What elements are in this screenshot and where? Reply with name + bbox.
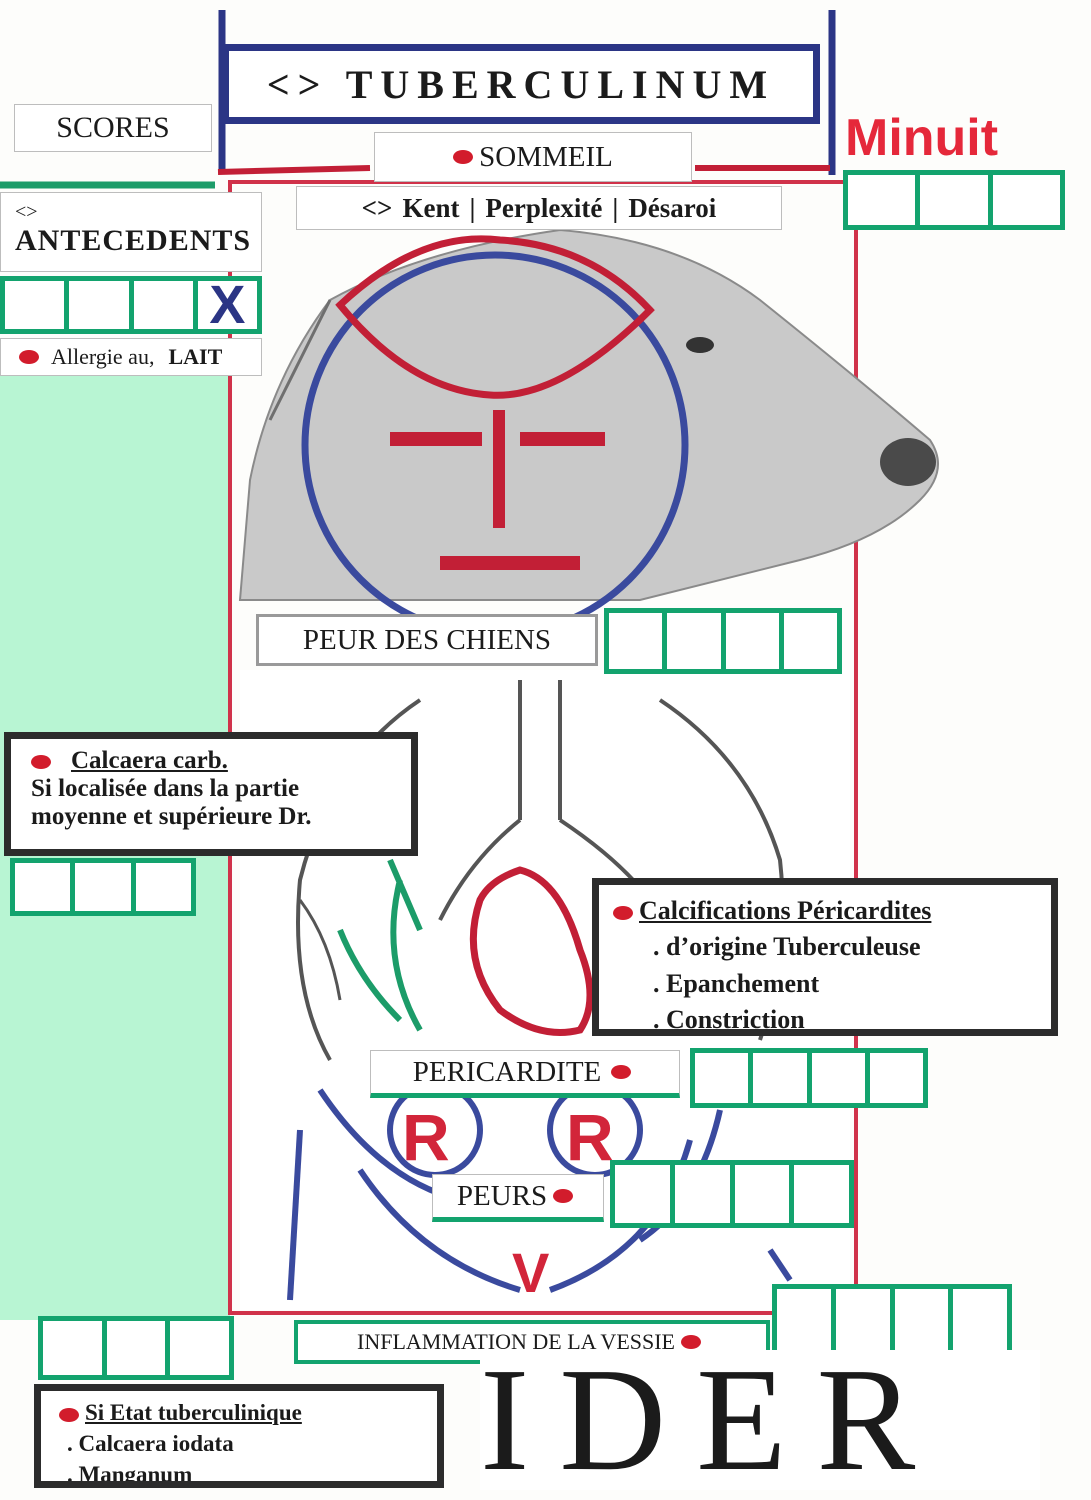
score-cell[interactable]: [43, 1321, 107, 1375]
heart-drawing: [469, 866, 594, 1036]
pericardite-score-grid[interactable]: [690, 1048, 928, 1108]
face-letter-v: V: [512, 1241, 549, 1304]
minuit-score-grid[interactable]: [843, 170, 1065, 230]
red-dot-icon: [613, 906, 633, 921]
score-cell[interactable]: [953, 1289, 1007, 1353]
dog-nose: [880, 438, 936, 486]
calcifications-box: Calcifications Péricardites . d’origine …: [592, 878, 1058, 1036]
face-letter-r1: R: [402, 1100, 450, 1174]
score-cell[interactable]: [667, 613, 726, 669]
title-box: <> TUBERCULINUM: [222, 44, 820, 124]
scores-label: SCORES: [14, 104, 212, 152]
red-dot-icon: [19, 350, 39, 364]
score-cell[interactable]: [609, 613, 668, 669]
score-cell[interactable]: [69, 281, 134, 329]
score-cell[interactable]: [615, 1165, 675, 1223]
score-cell[interactable]: [695, 1053, 754, 1103]
red-dot-icon: [59, 1407, 79, 1422]
peur-chiens-score-grid[interactable]: [604, 608, 842, 674]
score-cell[interactable]: [920, 175, 993, 225]
ider-text: IDER: [480, 1346, 1040, 1494]
etat-box: Si Etat tuberculinique . Calcaera iodata…: [34, 1384, 444, 1488]
score-cell[interactable]: [136, 863, 191, 911]
score-cell[interactable]: [170, 1321, 229, 1375]
vessie-left-score-grid[interactable]: [38, 1316, 234, 1380]
check-x-icon: X: [209, 275, 246, 335]
score-cell[interactable]: [777, 1289, 836, 1353]
sommeil-label: SOMMEIL: [374, 132, 692, 182]
score-cell[interactable]: [675, 1165, 735, 1223]
antecedents-score-grid[interactable]: X: [0, 276, 262, 334]
score-cell[interactable]: [993, 175, 1060, 225]
score-cell[interactable]: [753, 1053, 812, 1103]
score-cell[interactable]: [726, 613, 784, 669]
score-cell[interactable]: [107, 1321, 171, 1375]
peurs-label: PEURS: [432, 1174, 604, 1222]
peur-chiens-label: PEUR DES CHIENS: [256, 614, 598, 666]
score-cell[interactable]: [5, 281, 70, 329]
score-cell[interactable]: [735, 1165, 795, 1223]
antecedents-marker: <>: [15, 201, 38, 223]
red-dot-icon: [681, 1335, 701, 1349]
score-cell[interactable]: [812, 1053, 870, 1103]
face-letter-r2: R: [566, 1100, 614, 1174]
page-title: <> TUBERCULINUM: [266, 61, 776, 107]
score-cell[interactable]: [75, 863, 136, 911]
antecedents-label: ANTECEDENTS: [15, 224, 252, 257]
dog-eye: [686, 337, 714, 353]
red-dot-icon: [453, 150, 474, 164]
face-eye-arc: [335, 235, 655, 399]
pericardite-label: PERICARDITE: [370, 1050, 680, 1098]
score-cell[interactable]: [794, 1165, 849, 1223]
red-dot-icon: [553, 1189, 574, 1203]
score-cell[interactable]: [134, 281, 198, 329]
score-cell[interactable]: [836, 1289, 895, 1353]
allergy-label: Allergie au, LAIT: [0, 338, 262, 376]
minuit-text: Minuit: [845, 109, 999, 167]
kent-line: <> Kent | Perplexité | Désaroi: [296, 186, 782, 230]
score-cell[interactable]: [848, 175, 921, 225]
red-dot-icon: [31, 755, 51, 770]
peurs-score-grid[interactable]: [610, 1160, 854, 1228]
score-cell-checked[interactable]: X: [198, 275, 257, 335]
score-cell[interactable]: [895, 1289, 954, 1353]
red-dot-icon: [611, 1065, 632, 1079]
score-cell[interactable]: [15, 863, 76, 911]
score-cell[interactable]: [784, 613, 837, 669]
calcaera-score-grid[interactable]: [10, 858, 196, 916]
dog-head-image: [238, 228, 939, 601]
calcaera-box: Calcaera carb. Si localisée dans la part…: [4, 732, 418, 856]
antecedents-block: <> ANTECEDENTS: [0, 192, 262, 272]
score-cell[interactable]: [870, 1053, 923, 1103]
